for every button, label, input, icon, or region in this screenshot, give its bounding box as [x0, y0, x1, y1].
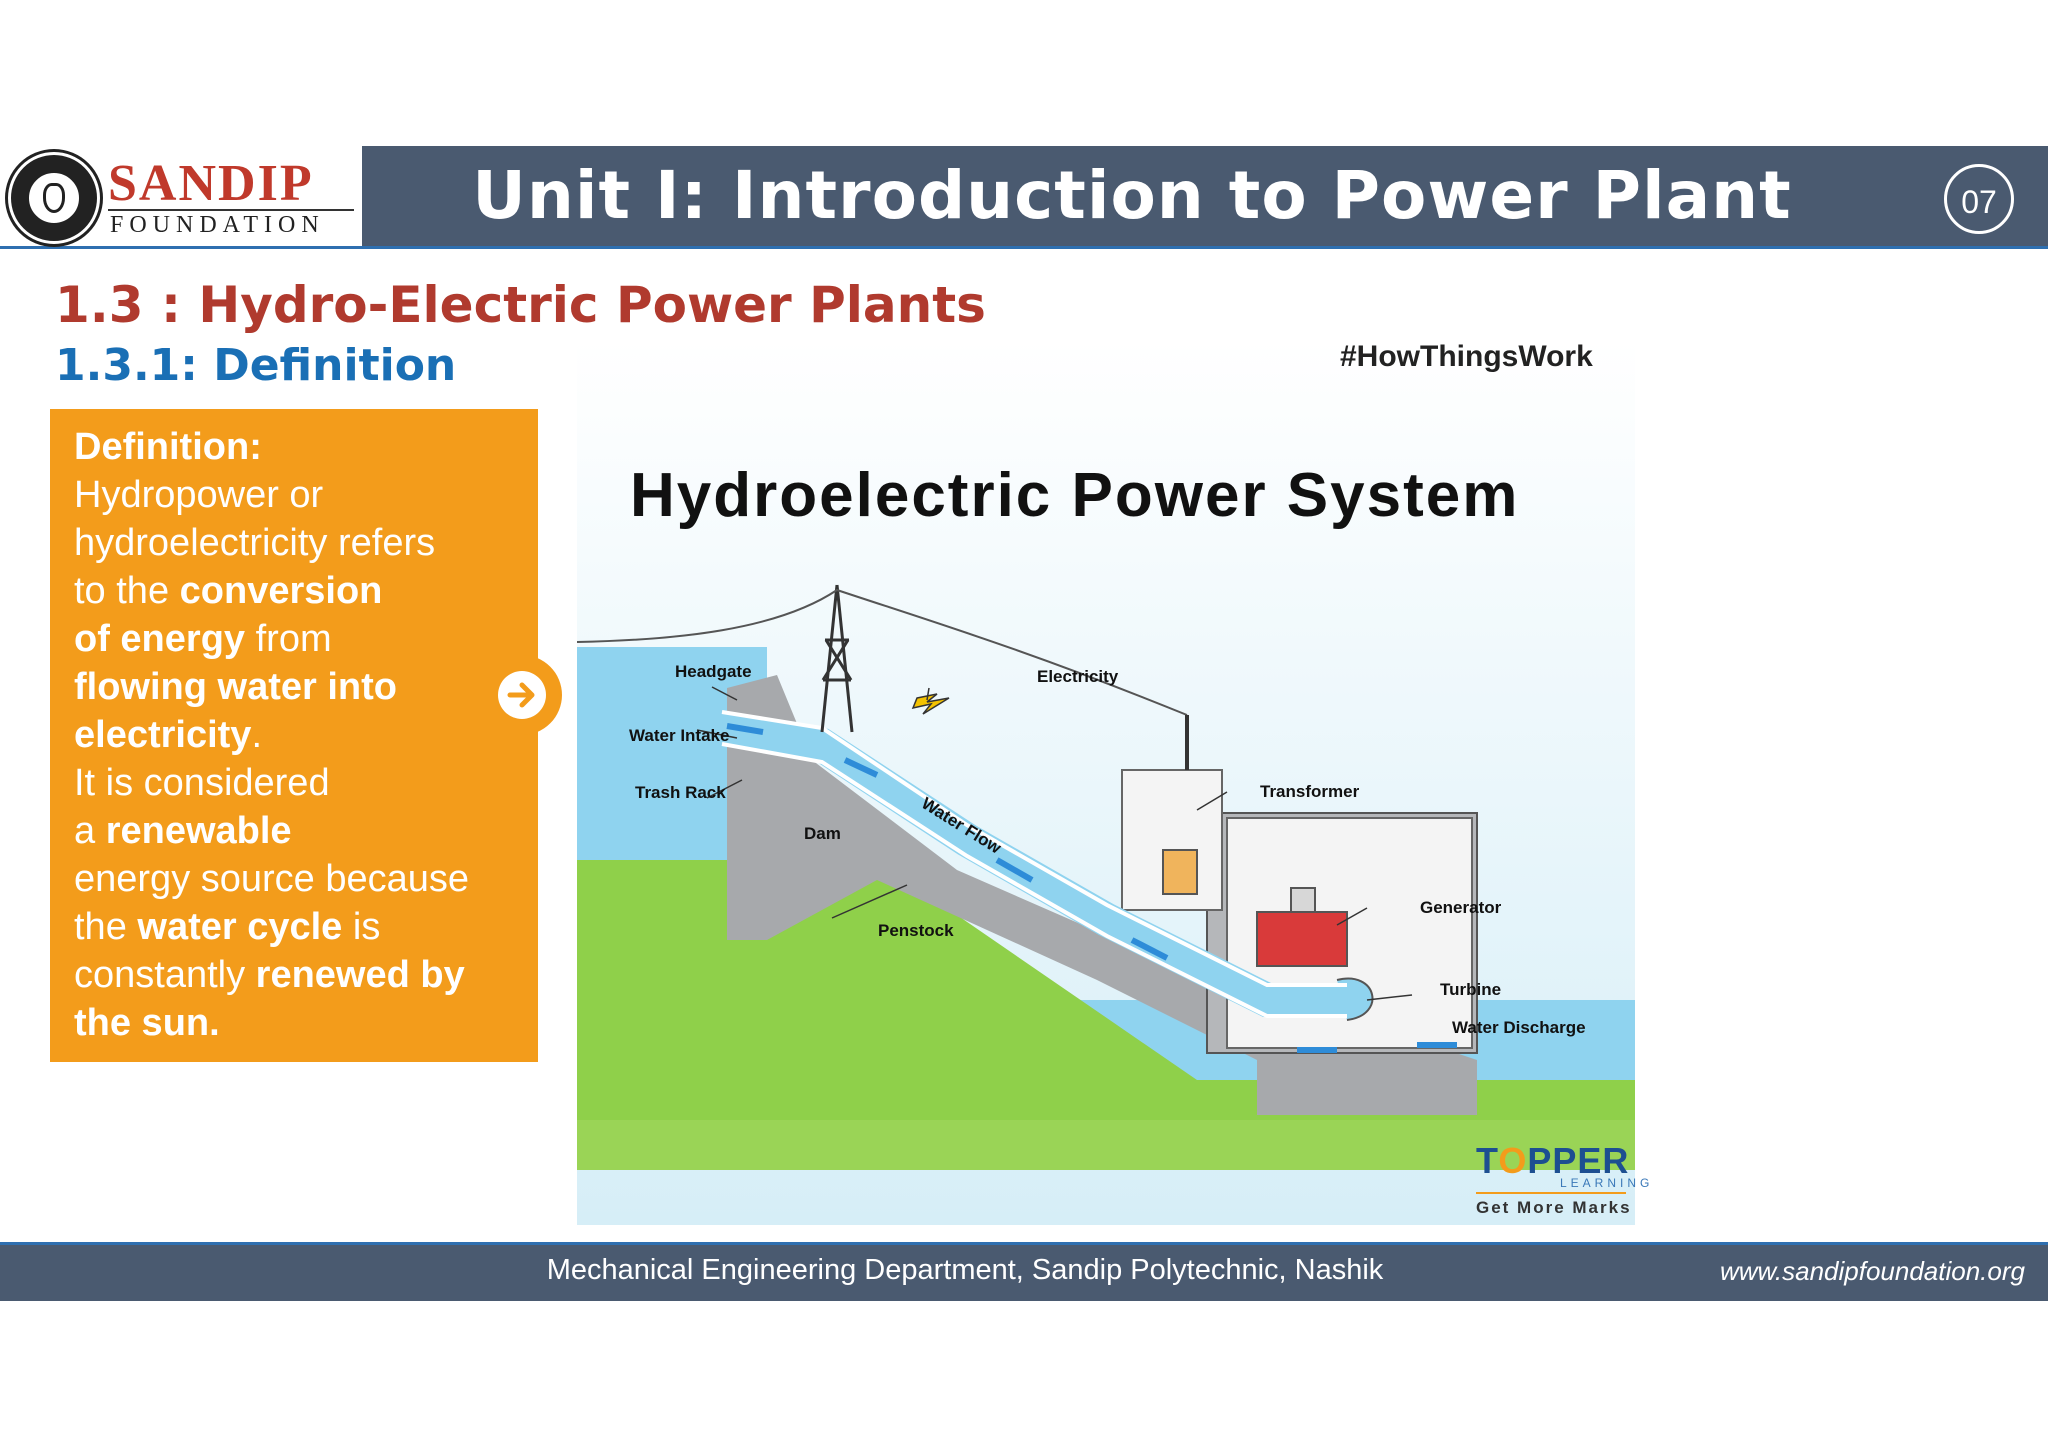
- topper-divider: [1476, 1192, 1626, 1194]
- label-generator: Generator: [1420, 898, 1502, 917]
- definition-emphasis: renewable: [105, 810, 292, 852]
- logo-name: SANDIP: [108, 155, 314, 212]
- hashtag-label: #HowThingsWork: [1340, 340, 1593, 373]
- label-trash-rack: Trash Rack: [635, 783, 726, 802]
- definition-line: It is considered: [74, 762, 330, 804]
- definition-text: a: [74, 810, 106, 852]
- logo: SANDIP FOUNDATION: [0, 146, 362, 249]
- label-penstock: Penstock: [878, 921, 954, 940]
- topper-tagline: Get More Marks: [1476, 1198, 1632, 1217]
- brand-star-o: O: [1498, 1140, 1528, 1181]
- definition-text: constantly: [74, 954, 256, 996]
- brand-letter: T: [1476, 1140, 1499, 1181]
- label-dam: Dam: [804, 824, 841, 843]
- definition-emphasis: conversion: [179, 570, 383, 612]
- definition-emphasis: of energy: [74, 618, 246, 660]
- definition-heading: Definition:: [74, 426, 262, 468]
- ground: [577, 860, 1635, 1120]
- transmission-tower: [820, 584, 854, 733]
- definition-emphasis: electricity: [74, 714, 252, 756]
- topper-sub: LEARNING: [1560, 1176, 1654, 1190]
- diagram-panel: [576, 340, 1635, 1225]
- hydro-diagram: [576, 340, 1635, 1225]
- definition-emphasis: the sun.: [74, 1002, 220, 1044]
- label-turbine: Turbine: [1440, 980, 1502, 999]
- page-number: 07: [1944, 164, 2014, 234]
- transformer: [1162, 849, 1198, 895]
- slide-title: Unit I: Introduction to Power Plant: [472, 157, 1792, 234]
- brand-rest: PPER: [1527, 1140, 1630, 1181]
- definition-text: the: [74, 906, 138, 948]
- topper-logo: TOPPER: [1476, 1140, 1629, 1182]
- arrow-right-icon: [498, 671, 546, 719]
- footer-url[interactable]: www.sandipfoundation.org: [1720, 1256, 2025, 1286]
- definition-line: hydroelectricity refers: [74, 522, 436, 564]
- label-water-intake: Water Intake: [629, 726, 730, 745]
- definition-box: Definition: Hydropower or hydroelectrici…: [50, 409, 538, 1062]
- label-transformer: Transformer: [1260, 782, 1360, 801]
- lion-seal-icon: [8, 152, 100, 244]
- logo-subtitle: FOUNDATION: [110, 212, 325, 238]
- definition-text: .: [251, 714, 263, 756]
- definition-line: Hydropower or: [74, 474, 324, 516]
- diagram-title: Hydroelectric Power System: [630, 461, 1520, 530]
- footer-text: Mechanical Engineering Department, Sandi…: [546, 1254, 1384, 1286]
- definition-text: from: [245, 618, 332, 660]
- label-electricity: Electricity: [1037, 667, 1119, 686]
- definition-text: is: [342, 906, 381, 948]
- definition-emphasis: flowing water into: [74, 666, 397, 708]
- label-water-discharge: Water Discharge: [1452, 1018, 1586, 1037]
- definition-emphasis: water cycle: [137, 906, 343, 948]
- definition-emphasis: renewed by: [255, 954, 465, 996]
- subsection-title: 1.3.1: Definition: [55, 340, 457, 391]
- penstock: [719, 711, 1347, 1017]
- section-title: 1.3 : Hydro-Electric Power Plants: [55, 276, 986, 334]
- definition-text: to the: [74, 570, 180, 612]
- lightning-icon: [911, 693, 950, 715]
- generator: [1256, 911, 1348, 967]
- label-headgate: Headgate: [675, 662, 752, 681]
- footer-bar: [0, 1242, 2048, 1301]
- definition-line: energy source because: [74, 858, 470, 900]
